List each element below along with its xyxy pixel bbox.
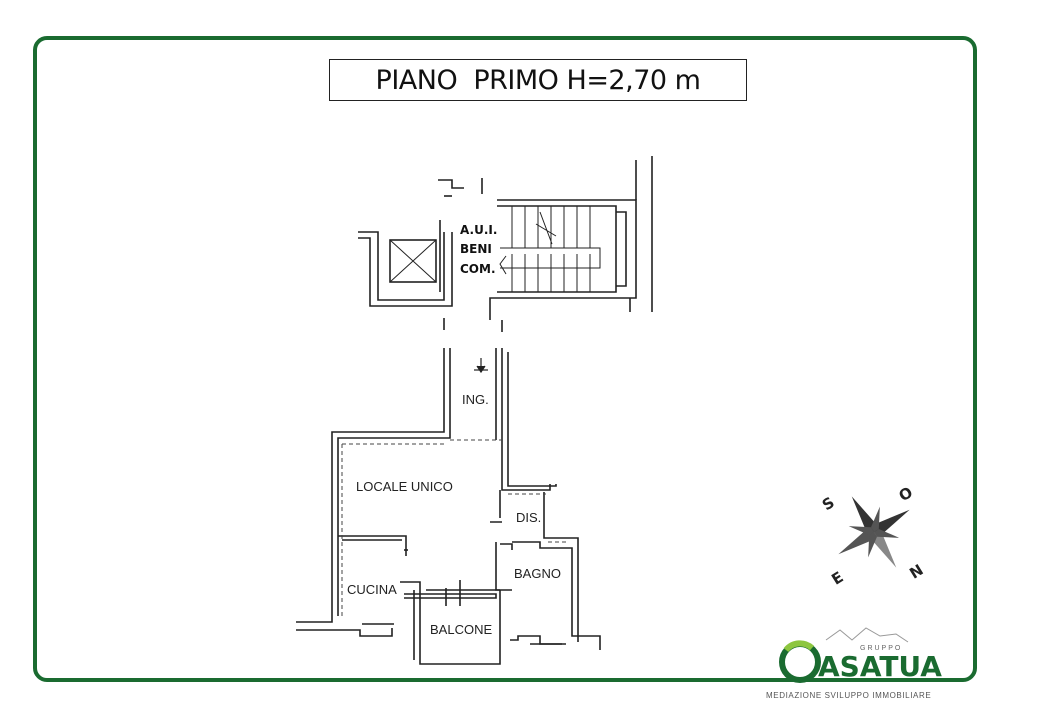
logo-group: GRUPPO — [860, 645, 902, 652]
compass-label-south: S — [819, 493, 838, 514]
room-label-locale-unico: LOCALE UNICO — [356, 479, 453, 494]
room-label-bagno: BAGNO — [514, 566, 561, 581]
apartment-walls — [296, 348, 601, 665]
lift-wall-inner — [358, 232, 453, 307]
compass-label-north: N — [906, 561, 926, 583]
common-label-com: COM. — [460, 262, 496, 276]
logo-wordmark: ASATUA — [818, 650, 942, 683]
compass-point-north — [851, 496, 876, 532]
room-label-ingresso: ING. — [462, 392, 489, 407]
common-label-beni: BENI — [460, 242, 492, 256]
lift-car — [389, 239, 437, 283]
dashed-lines — [341, 439, 566, 616]
compass-rose — [838, 496, 910, 568]
compass-label-west: O — [896, 483, 916, 505]
compass-label-east: E — [828, 568, 846, 589]
floor-title: PIANO PRIMO H=2,70 m — [375, 64, 701, 96]
stair-block — [358, 156, 653, 332]
common-area-labels: A.U.I. BENI COM. — [460, 223, 497, 276]
room-label-disimpegno: DIS. — [516, 510, 541, 525]
lift-wall — [358, 231, 445, 301]
common-label-aui: A.U.I. — [460, 223, 497, 237]
page-frame — [33, 36, 977, 682]
logo-tagline: MEDIAZIONE SVILUPPO IMMOBILIARE — [766, 691, 932, 700]
entry-arrow — [474, 358, 488, 374]
room-label-balcone: BALCONE — [430, 622, 492, 637]
floor-title-box: PIANO PRIMO H=2,70 m — [329, 59, 747, 101]
casatua-logo: ASATUA GRUPPO — [779, 627, 942, 683]
room-label-cucina: CUCINA — [347, 582, 397, 597]
